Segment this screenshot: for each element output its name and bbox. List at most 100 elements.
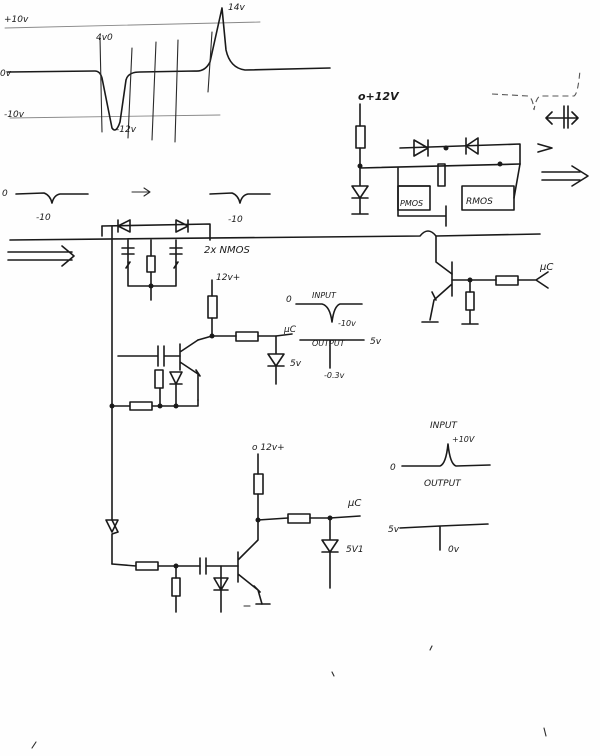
- anno-bottom-output-low: 0v: [448, 545, 460, 555]
- top-diode-1: [413, 139, 429, 157]
- bottom-output-wire: [309, 515, 361, 519]
- anno-top-output-step: [299, 339, 365, 369]
- junction-top-mid: [443, 145, 449, 151]
- label-minus10-right: -10: [228, 215, 243, 225]
- stray-mark-3: [543, 727, 547, 737]
- label-uc-right: µC: [539, 262, 553, 273]
- top-right-bidir-arrow: [545, 105, 579, 129]
- top-output-arrow: [541, 165, 589, 187]
- left-spine: [111, 225, 119, 565]
- stray-mark-2: [429, 645, 433, 651]
- mid-base-diode: [169, 371, 183, 385]
- waveform-marker-4: [174, 39, 179, 143]
- anno-top-zero: 0: [286, 295, 292, 305]
- label-pmos: PMOS: [400, 199, 423, 208]
- right-pulldown-resistor: [465, 291, 475, 311]
- mid-pullup-resistor: [207, 295, 218, 319]
- top-right-link: [513, 163, 521, 199]
- junction-top-right: [497, 161, 503, 167]
- stray-mark-4: [31, 741, 37, 749]
- label-4v: 4v0: [96, 33, 113, 43]
- input-pulse-sketches: 0 -10 -10: [2, 187, 271, 267]
- label-top-12v: o+12V: [358, 90, 400, 103]
- waveform-marker-5: [207, 31, 213, 93]
- anno-top-input-pulse: [295, 303, 363, 323]
- diode-2-symbol: [175, 219, 189, 233]
- arrow-small: [131, 187, 151, 197]
- label-minus10-left: -10: [36, 213, 51, 223]
- label-minus12v: -12v: [116, 125, 137, 135]
- top-gate-resistor: [437, 163, 446, 187]
- anno-bottom-output: OUTPUT: [424, 479, 462, 489]
- waveform-marker-1: [99, 37, 103, 133]
- bottom-base-diode: [213, 565, 229, 613]
- label-uc-bottom: µC: [347, 498, 361, 509]
- label-plus10v: +10v: [4, 15, 29, 25]
- pulse-right: [209, 192, 271, 204]
- nmos-pair-block: 2x NMOS: [101, 219, 250, 301]
- waveform-sketch: +10v 4v0 14v 0v -10v -12v: [0, 3, 331, 143]
- top-right-dashed-pulse: [491, 69, 581, 111]
- mid-bjt-collector: [197, 335, 213, 341]
- anno-bottom-input: INPUT: [430, 421, 458, 431]
- top-pullup-resistor: [355, 125, 366, 149]
- label-minus10v: -10v: [4, 110, 25, 120]
- annotation-bottom: INPUT +10V 0 OUTPUT 5v 0v: [388, 421, 491, 555]
- label-12v-mid: 12v+: [216, 273, 240, 283]
- waveform-marker-2: [127, 47, 133, 139]
- bottom-zener-diode: [321, 517, 339, 589]
- pulse-left: [15, 192, 89, 204]
- mid-base-resistor: [154, 369, 164, 389]
- diode-1-symbol: [117, 219, 131, 233]
- bottom-bjt: [237, 519, 263, 605]
- annotation-top: 0 INPUT -10v OUTPUT 5v -0.3v: [286, 291, 382, 380]
- bottom-base-pulldown: [171, 577, 181, 597]
- anno-bottom-output-step: [399, 523, 489, 551]
- label-5v-zener-mid: 5v: [290, 359, 302, 369]
- label-5v1-zener: 5V1: [346, 545, 364, 555]
- label-zero-left: 0: [2, 189, 8, 199]
- stray-mark-1: [331, 671, 335, 677]
- label-14v: 14v: [228, 3, 245, 13]
- anno-bottom-output-high: 5v: [388, 525, 400, 535]
- junction-nmos: [148, 283, 154, 289]
- minus10-guide-line: [9, 114, 221, 119]
- right-base-resistor: [495, 275, 519, 286]
- anno-bottom-input-value: +10V: [452, 435, 475, 444]
- top-diode-2: [465, 137, 479, 155]
- bottom-series-resistor: [287, 513, 311, 524]
- label-0v: 0v: [0, 69, 12, 79]
- plus10-guide-line: [4, 21, 261, 29]
- mid-bjt: [179, 339, 201, 401]
- right-bjt-body: [429, 261, 453, 321]
- top-zener-and-gnd: [351, 167, 369, 215]
- main-signal-bus: [9, 230, 541, 241]
- junction-top-left: [357, 163, 363, 169]
- anno-top-input-value: -10v: [338, 319, 356, 328]
- bottom-input-resistor: [111, 561, 201, 571]
- mid-coupling-cap: [117, 345, 181, 367]
- top-right-block: o+12V PMOS RMOS: [351, 69, 589, 227]
- label-12v-bottom: o 12v+: [252, 443, 285, 453]
- diode-rail: [101, 223, 211, 241]
- anno-bottom-zero: 0: [390, 463, 396, 473]
- mid-series-resistor: [235, 331, 259, 342]
- anno-top-output-low: -0.3v: [324, 371, 345, 380]
- middle-stage: 12v+ µC 5v: [111, 273, 302, 411]
- spine-diode: [105, 519, 119, 533]
- mid-collector-wire: [211, 317, 237, 337]
- waveform-trace: [7, 7, 331, 131]
- mid-zener-diode: [267, 335, 285, 385]
- label-nmos: RMOS: [466, 197, 493, 207]
- label-2x-nmos: 2x NMOS: [204, 245, 250, 256]
- nmos-source-wiring: [127, 239, 177, 301]
- bottom-collector-wire: [257, 493, 289, 521]
- mid-input-resistor: [111, 399, 199, 411]
- bottom-stage: o 12v+ µC 5V1: [111, 443, 364, 613]
- bottom-pullup-resistor: [253, 473, 264, 495]
- top-small-arrow: [537, 143, 553, 153]
- bottom-coupling-cap: [199, 557, 239, 575]
- right-input-arrow: [517, 271, 549, 289]
